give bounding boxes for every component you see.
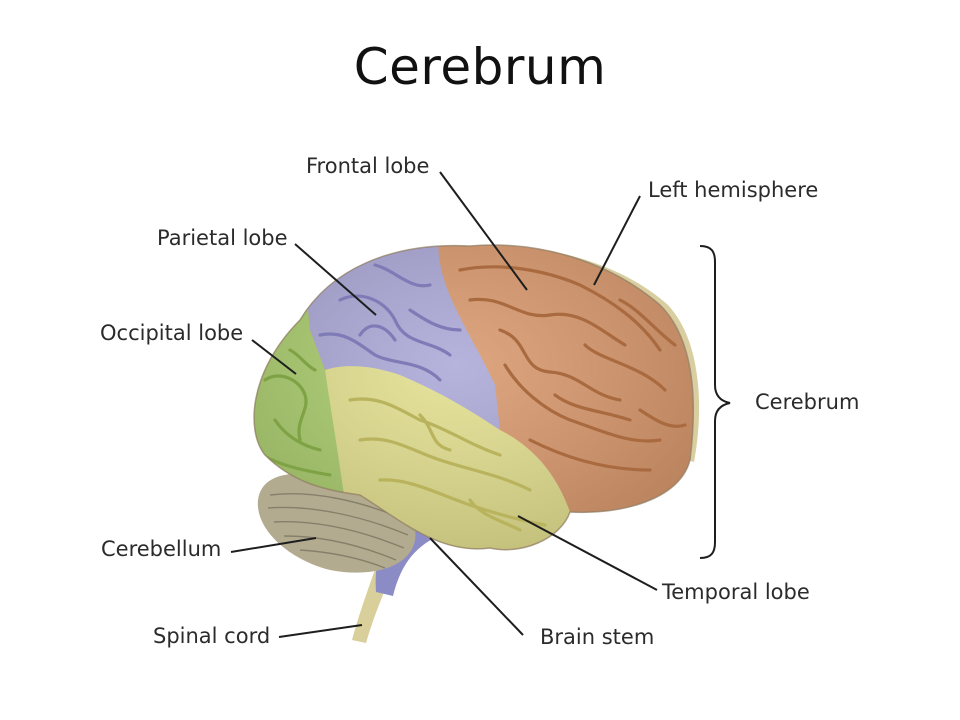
spinal-cord-leader <box>278 624 363 638</box>
parietal-lobe-label: Parietal lobe <box>157 226 288 250</box>
cerebellum-leader <box>230 537 317 553</box>
brain-stem-leader <box>429 537 524 636</box>
cerebrum-label: Cerebrum <box>755 390 860 414</box>
occipital-lobe-label: Occipital lobe <box>100 321 244 345</box>
frontal-lobe-leader <box>439 171 528 291</box>
parietal-sulci <box>318 263 462 382</box>
temporal-lobe-leader <box>517 515 658 591</box>
cerebellum-label: Cerebellum <box>101 537 222 561</box>
brain-stem-label: Brain stem <box>540 625 655 649</box>
spinal-cord-label: Spinal cord <box>153 624 271 648</box>
left-hemisphere-leader <box>593 195 641 286</box>
left-hemisphere-label: Left hemisphere <box>648 178 819 202</box>
page-title: Cerebrum <box>353 38 607 96</box>
parietal-lobe-leader <box>294 243 377 316</box>
cerebrum-outline <box>253 244 695 551</box>
temporal-sulci <box>348 397 547 532</box>
temporal-lobe-label: Temporal lobe <box>662 580 810 604</box>
frontal-sulci <box>458 265 687 472</box>
occipital-lobe-leader <box>251 339 297 375</box>
cerebrum-bracket <box>699 245 731 559</box>
frontal-lobe-label: Frontal lobe <box>306 154 430 178</box>
